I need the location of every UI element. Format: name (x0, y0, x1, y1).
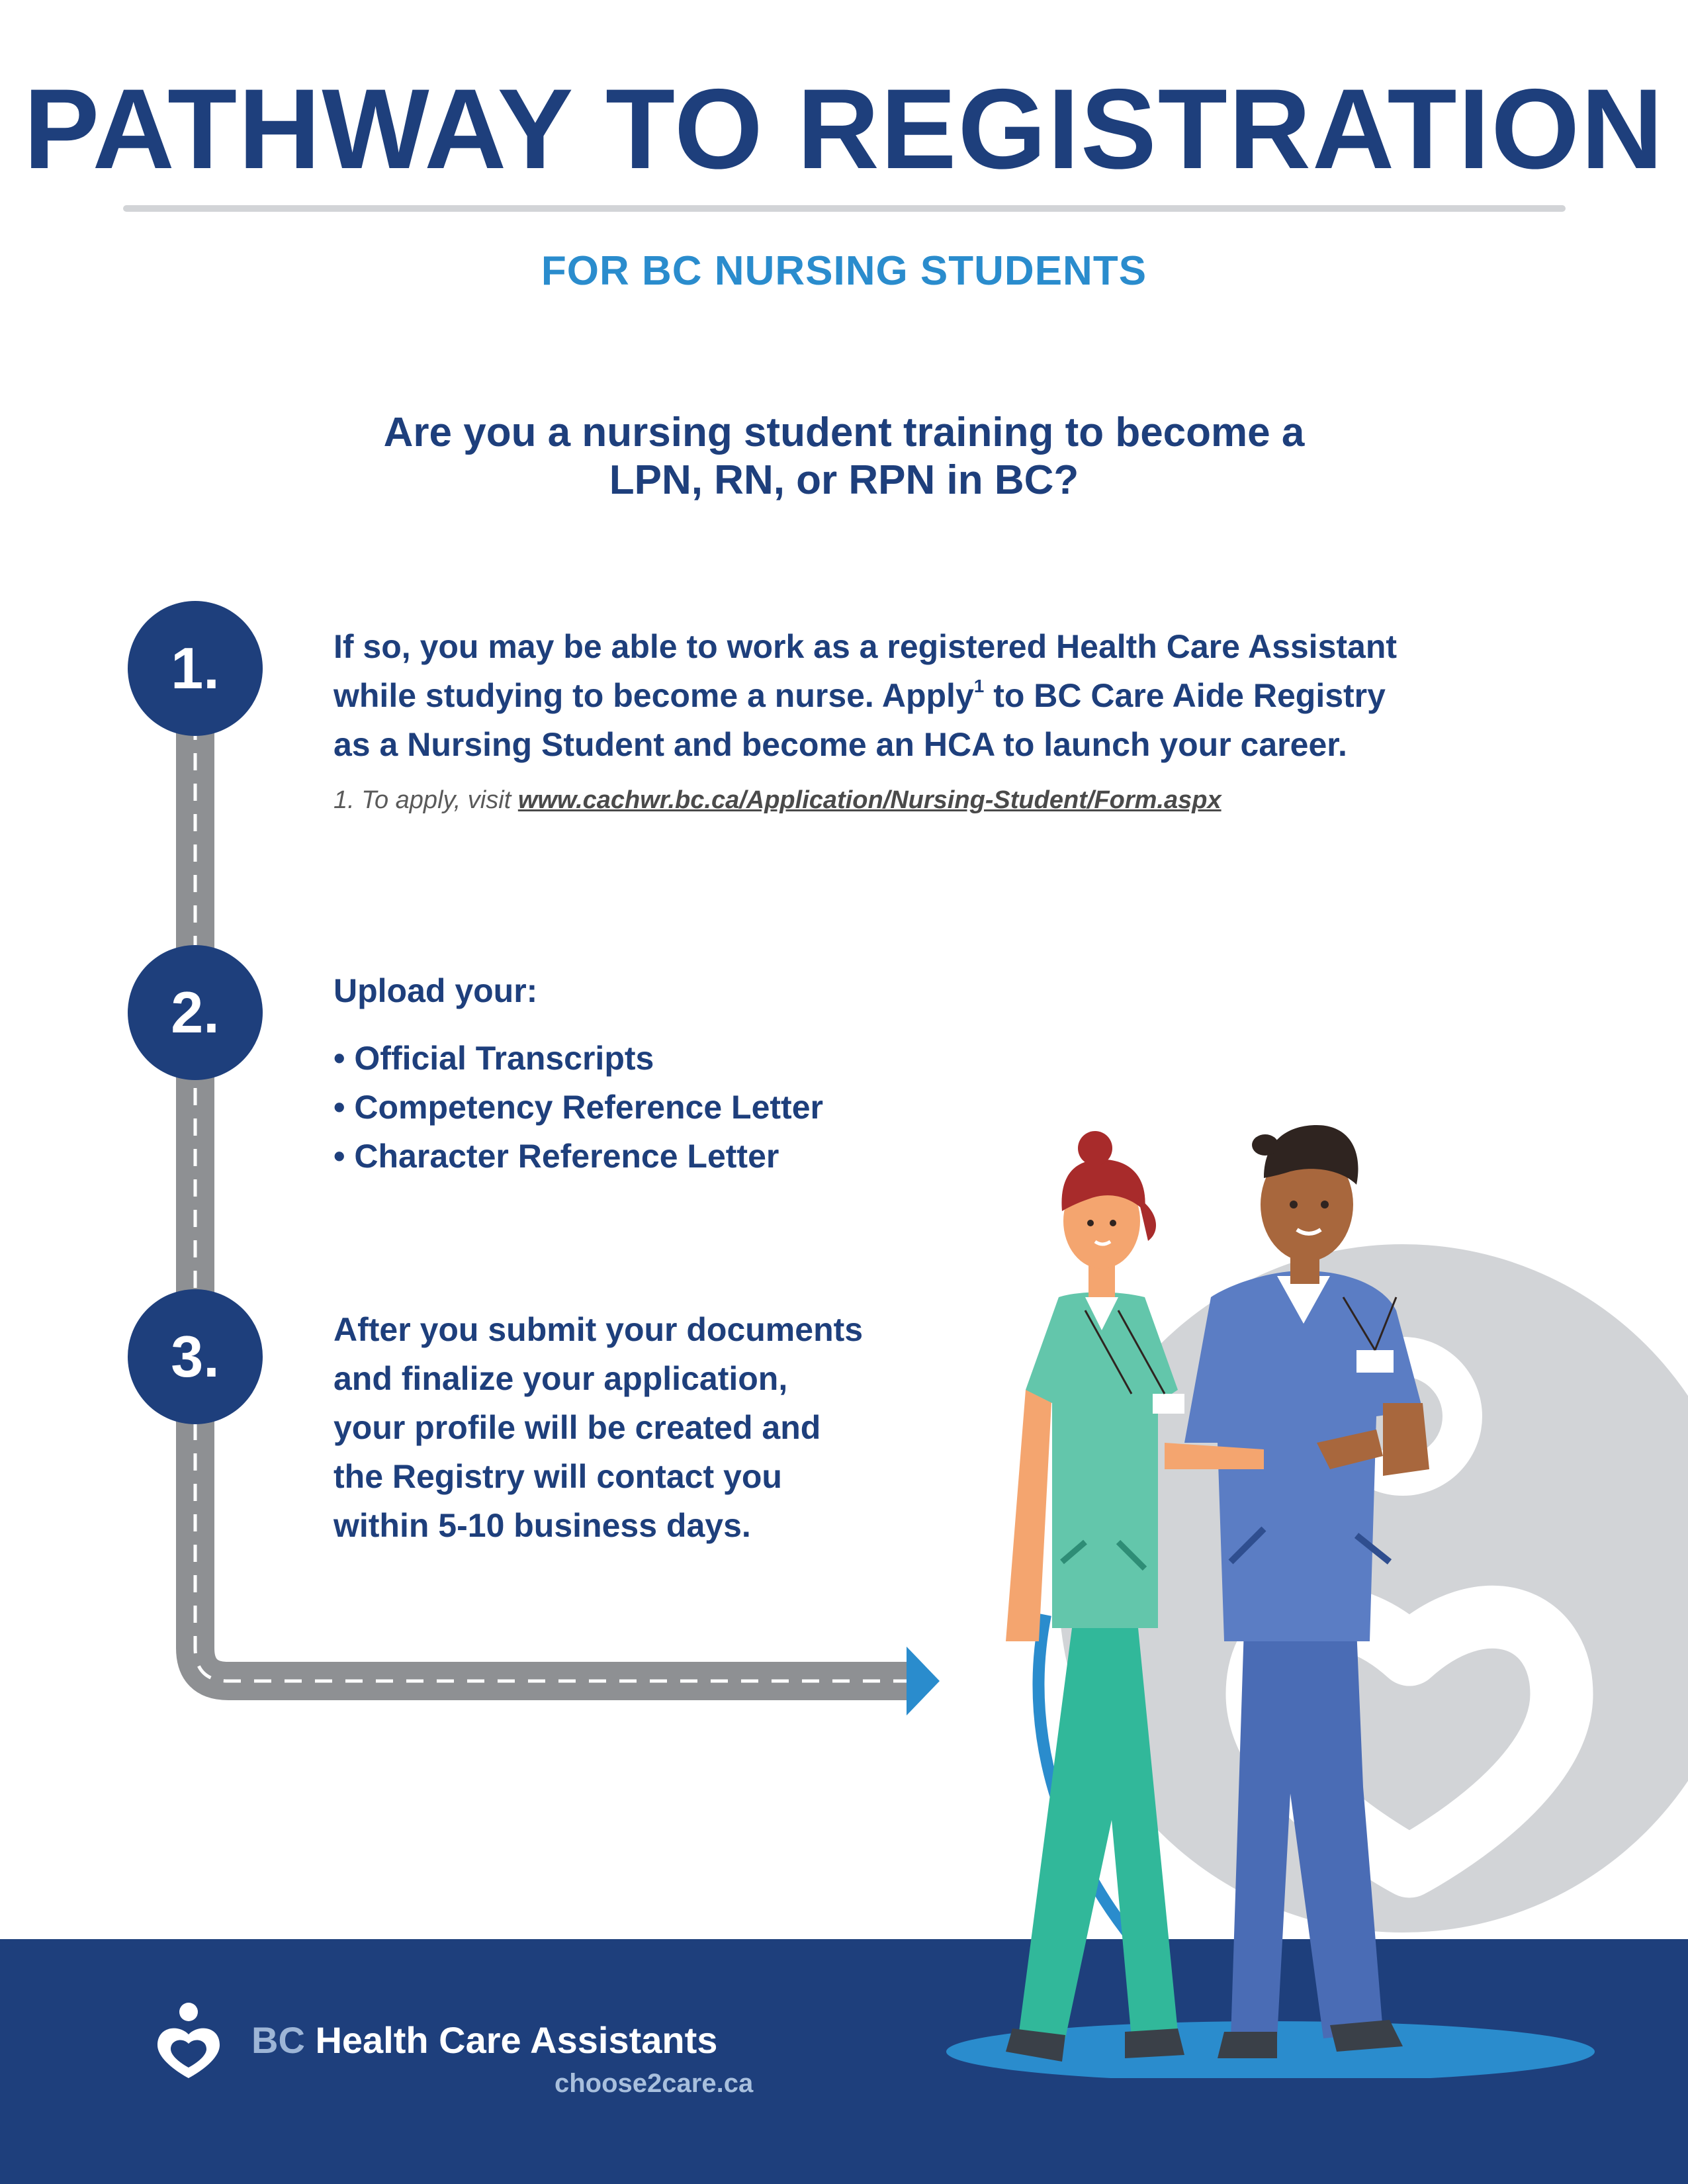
step-2-heading: Upload your: (333, 972, 538, 1009)
title-divider (123, 205, 1566, 212)
page-subtitle: FOR BC NURSING STUDENTS (541, 248, 1147, 294)
footnote-prefix: 1. To apply, visit (333, 786, 518, 814)
arrow-right-icon (907, 1647, 940, 1715)
step-2-number: 2. (128, 945, 263, 1080)
step-1-line-3: as a Nursing Student and become an HCA t… (333, 726, 1347, 763)
document-list: • Official Transcripts • Competency Refe… (333, 1034, 823, 1181)
page-title: PATHWAY TO REGISTRATION (23, 66, 1665, 193)
nurses-illustration (946, 1125, 1595, 2078)
list-item: • Character Reference Letter (333, 1138, 779, 1175)
step-2-text: Upload your: • Official Transcripts • Co… (333, 966, 823, 1181)
step-1-line-2: while studying to become a nurse. Apply1… (333, 676, 1386, 715)
intro-question-line-1: Are you a nursing student training to be… (383, 410, 1305, 455)
step-1-number: 1. (128, 601, 263, 736)
footnote-marker: 1 (973, 676, 985, 696)
step-3-line: and finalize your application, (333, 1360, 788, 1397)
footnote: 1. To apply, visit www.cachwr.bc.ca/Appl… (333, 786, 1222, 815)
step-1-text: If so, you may be able to work as a regi… (333, 622, 1397, 769)
female-nurse-figure (1006, 1131, 1264, 2062)
step-3-line: your profile will be created and (333, 1409, 821, 1446)
step-3-line: the Registry will contact you (333, 1458, 782, 1495)
brand-prefix: BC (251, 2019, 305, 2061)
brand-title: Health Care Assistants (304, 2019, 718, 2061)
step-3-line: within 5-10 business days. (333, 1507, 751, 1544)
pathway-line (176, 662, 940, 1715)
list-item: • Competency Reference Letter (333, 1089, 823, 1126)
intro-question-line-2: LPN, RN, or RPN in BC? (609, 457, 1079, 503)
application-form-link[interactable]: www.cachwr.bc.ca/Application/Nursing-Stu… (517, 786, 1222, 814)
step-3-text: After you submit your documents and fina… (333, 1305, 863, 1550)
brand-name: BC Health Care Assistants (251, 2017, 717, 2064)
step-3-number: 3. (128, 1289, 263, 1424)
male-nurse-figure (1184, 1125, 1429, 2058)
step-3-line: After you submit your documents (333, 1311, 864, 1348)
heart-person-logo-icon (157, 2003, 220, 2078)
brand-url[interactable]: choose2care.ca (555, 2069, 754, 2098)
step-1-line-1: If so, you may be able to work as a regi… (333, 628, 1398, 665)
list-item: • Official Transcripts (333, 1040, 654, 1077)
intro-question: Are you a nursing student training to be… (0, 409, 1688, 504)
